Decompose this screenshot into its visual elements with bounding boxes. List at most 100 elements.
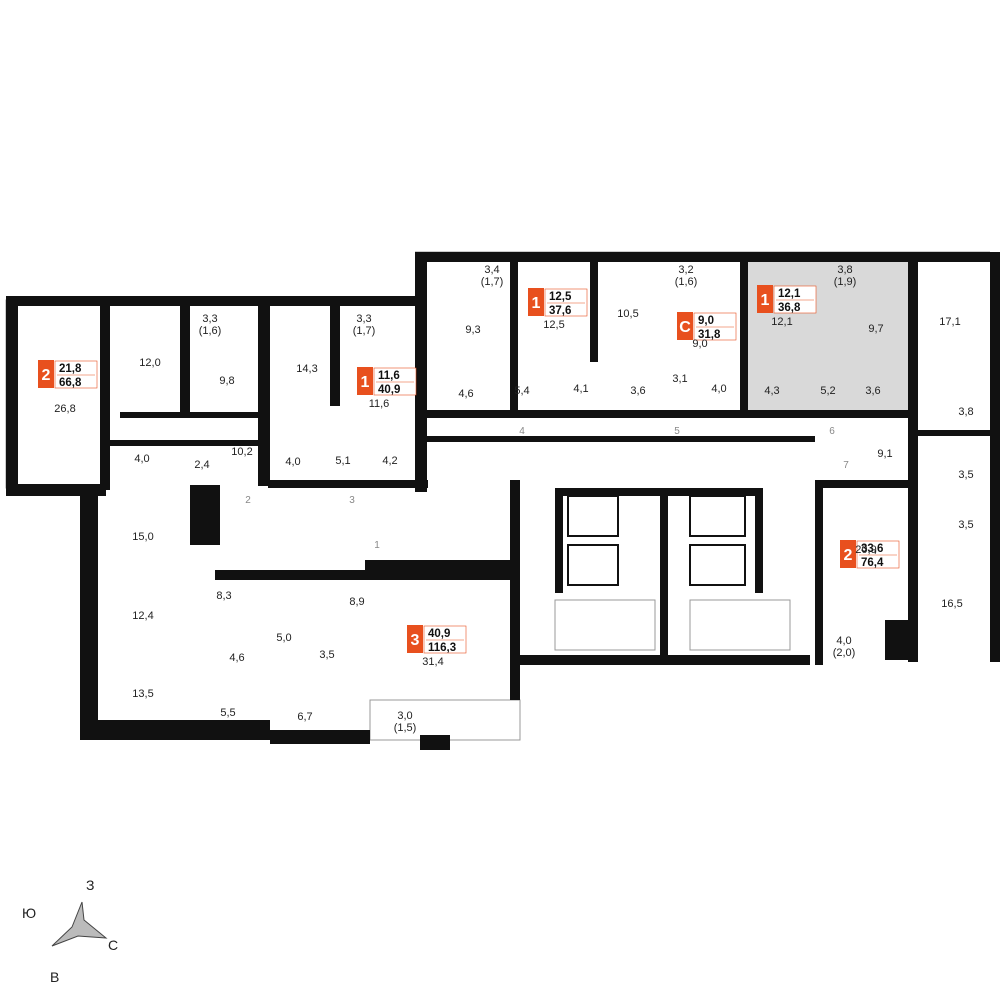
room-area: 12,0: [139, 357, 160, 369]
apartment-badge: 2 33,6 76,4: [840, 540, 900, 569]
apartment-total-area: 40,9: [378, 384, 400, 396]
room-area: 3,5: [958, 519, 973, 531]
room-area: 3,6: [630, 385, 645, 397]
stairs: [554, 599, 791, 651]
room-area: 26,8: [54, 403, 75, 415]
apartment-living-area: 12,1: [778, 288, 801, 300]
stair-number: 1: [374, 540, 380, 551]
apartment-total-area: 66,8: [59, 377, 82, 389]
apartment-living-area: 11,6: [378, 370, 400, 382]
room-area: 5,4: [514, 385, 529, 397]
room-area: (1,6): [199, 325, 222, 337]
room-area: 9,0: [692, 338, 707, 350]
room-area: 9,1: [877, 448, 892, 460]
room-area: 3,6: [865, 385, 880, 397]
apartment-badge: 1 11,6 40,9: [357, 367, 417, 396]
apartment-total-area: 31,8: [698, 329, 721, 341]
room-area: 4,3: [764, 385, 779, 397]
elevators: [567, 495, 746, 586]
room-area: 3,8: [837, 264, 852, 276]
apartment-total-area: 76,4: [861, 557, 884, 569]
room-area: 3,5: [958, 469, 973, 481]
room-area: 15,0: [132, 531, 153, 543]
room-area: 4,0: [711, 383, 726, 395]
room-area-labels: 26,812,09,83,3(1,6)14,33,3(1,7)11,610,24…: [54, 264, 973, 734]
apartment-total-area: 36,8: [778, 302, 801, 314]
room-area: (1,7): [481, 276, 504, 288]
room-area: 12,4: [132, 610, 153, 622]
apartment-living-area: 33,6: [861, 543, 883, 555]
room-area: 9,7: [868, 323, 883, 335]
room-area: 4,0: [134, 453, 149, 465]
room-area: (2,0): [833, 647, 856, 659]
room-area: 4,2: [382, 455, 397, 467]
room-area: 17,1: [939, 316, 960, 328]
apartment-rooms: 2: [42, 367, 51, 384]
room-area: 3,0: [397, 710, 412, 722]
room-area: 11,6: [369, 398, 390, 410]
room-area: 12,1: [771, 316, 792, 328]
room-area: 13,5: [132, 688, 153, 700]
room-area: 10,2: [231, 446, 252, 458]
room-area: 3,8: [958, 406, 973, 418]
compass-label-east: С: [108, 937, 118, 953]
room-area: 9,8: [219, 375, 234, 387]
apartment-total-area: 37,6: [549, 305, 571, 317]
room-area: 8,9: [349, 596, 364, 608]
room-area: (1,7): [353, 325, 376, 337]
room-area: 4,0: [836, 635, 851, 647]
stair-number: 2: [245, 495, 251, 506]
room-area: 10,5: [617, 308, 638, 320]
room-area: 4,6: [229, 652, 244, 664]
room-area: 6,7: [297, 711, 312, 723]
apartment-badge: 2 21,8 66,8: [38, 360, 98, 389]
apartment-rooms: 1: [361, 374, 370, 391]
apartment-living-area: 9,0: [698, 315, 714, 327]
room-area: 5,1: [335, 455, 350, 467]
apartment-total-area: 116,3: [428, 642, 456, 654]
room-area: (1,6): [675, 276, 698, 288]
room-area: 3,1: [672, 373, 687, 385]
walls: [6, 252, 1000, 750]
compass-rose: З Ю С В: [22, 877, 118, 985]
compass-label-north: З: [86, 877, 94, 893]
compass-label-west: Ю: [22, 905, 36, 921]
apartment-badge: 1 12,1 36,8: [757, 285, 817, 314]
room-area: 5,2: [820, 385, 835, 397]
apartment-living-area: 40,9: [428, 628, 450, 640]
stair-number: 3: [349, 495, 355, 506]
room-area: (1,5): [394, 722, 417, 734]
stair-numbers: 1 2 3 4 5 6 7: [245, 426, 849, 551]
stair-number: 5: [674, 426, 680, 437]
room-area: 4,6: [458, 388, 473, 400]
room-area: 3,3: [202, 313, 217, 325]
compass-label-south: В: [50, 969, 59, 985]
room-area: 5,0: [276, 632, 291, 644]
room-area: 3,4: [484, 264, 499, 276]
apartment-badge: 1 12,5 37,6: [528, 288, 588, 317]
room-area: (1,9): [834, 276, 857, 288]
apartment-rooms: 2: [844, 547, 853, 564]
room-area: 2,4: [194, 459, 209, 471]
stair-number: 7: [843, 460, 849, 471]
room-area: 4,1: [573, 383, 588, 395]
stair-number: 6: [829, 426, 835, 437]
room-area: 12,5: [543, 319, 564, 331]
stair-number: 4: [519, 426, 525, 437]
room-area: 5,5: [220, 707, 235, 719]
apartment-living-area: 21,8: [59, 363, 82, 375]
room-area: 3,3: [356, 313, 371, 325]
room-area: 20,9: [855, 544, 876, 556]
room-area: 31,4: [422, 656, 443, 668]
apartment-living-area: 12,5: [549, 291, 572, 303]
room-area: 4,0: [285, 456, 300, 468]
room-area: 9,3: [465, 324, 480, 336]
room-area: 3,2: [678, 264, 693, 276]
room-area: 8,3: [216, 590, 231, 602]
apartment-rooms: 1: [761, 292, 770, 309]
apartment-rooms: 3: [411, 632, 420, 649]
apartment-rooms: 1: [532, 295, 541, 312]
